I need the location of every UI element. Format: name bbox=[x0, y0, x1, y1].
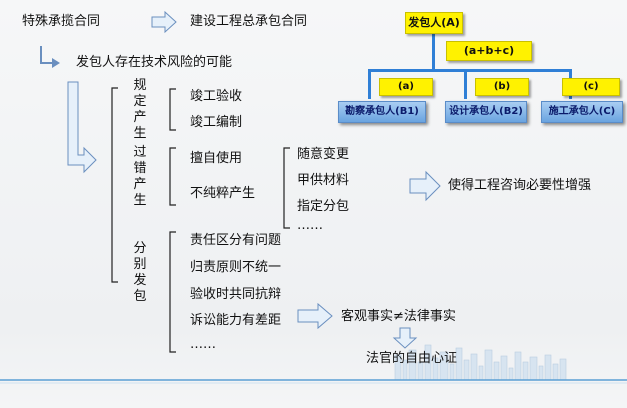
item-separate-1: 归责原则不统一 bbox=[190, 260, 282, 275]
tag-a: (a) bbox=[379, 78, 433, 96]
bracket-regulated bbox=[169, 88, 176, 131]
arrow-main bbox=[67, 81, 97, 174]
bracket-main bbox=[111, 87, 118, 283]
bracket-fault bbox=[169, 147, 176, 206]
item-separate-3: 诉讼能力有差距 bbox=[190, 313, 282, 328]
bracket-sub bbox=[283, 147, 290, 229]
sub-item-2: 指定分包 bbox=[297, 199, 350, 214]
item-regulated-0: 竣工验收 bbox=[190, 89, 243, 104]
arrow-contract bbox=[151, 10, 177, 34]
item-fault-1: 不纯粹产生 bbox=[190, 186, 256, 201]
contractor-box-a: 勘察承包人(B1) bbox=[338, 101, 426, 123]
item-separate-0: 责任区分有问题 bbox=[190, 233, 282, 248]
owner-box: 发包人(A) bbox=[405, 12, 463, 34]
arrow-fact bbox=[297, 302, 333, 330]
contract-full: 建设工程总承包合同 bbox=[190, 14, 308, 29]
bracket-separate bbox=[169, 231, 176, 353]
total-box: (a+b+c) bbox=[446, 41, 532, 61]
item-separate-4: …… bbox=[190, 337, 216, 352]
tag-b: (b) bbox=[475, 78, 529, 96]
contractor-box-c: 施工承包人(C) bbox=[541, 101, 623, 123]
item-separate-2: 验收时共同抗辩 bbox=[190, 287, 282, 302]
fact-text: 客观事实≠法律事实 bbox=[341, 309, 456, 324]
group-label-regulated: 规定产生 bbox=[133, 78, 147, 141]
skyline-decoration bbox=[394, 344, 567, 381]
arrow-conclusion bbox=[409, 170, 441, 202]
sub-item-0: 随意变更 bbox=[297, 147, 350, 162]
org-line-b bbox=[464, 69, 467, 99]
fault-conclusion: 使得工程咨询必要性增强 bbox=[448, 178, 592, 193]
arrow-result bbox=[392, 327, 418, 349]
tag-c: (c) bbox=[562, 78, 620, 96]
arrow-risk bbox=[40, 46, 52, 64]
item-fault-0: 擅自使用 bbox=[190, 151, 243, 166]
contract-type: 特殊承揽合同 bbox=[22, 14, 101, 29]
sub-item-1: 甲供材料 bbox=[297, 173, 350, 188]
org-line-bus bbox=[368, 69, 572, 72]
sub-item-3: …… bbox=[297, 218, 323, 233]
risk-text: 发包人存在技术风险的可能 bbox=[76, 55, 233, 70]
result-text: 法官的自由心证 bbox=[366, 351, 458, 366]
org-line-a bbox=[368, 69, 371, 99]
group-label-fault: 过错产生 bbox=[133, 145, 147, 208]
contractor-box-b: 设计承包人(B2) bbox=[445, 101, 527, 123]
org-line-owner bbox=[432, 32, 435, 70]
item-regulated-1: 竣工编制 bbox=[190, 115, 243, 130]
group-label-separate: 分别发包 bbox=[133, 241, 147, 304]
